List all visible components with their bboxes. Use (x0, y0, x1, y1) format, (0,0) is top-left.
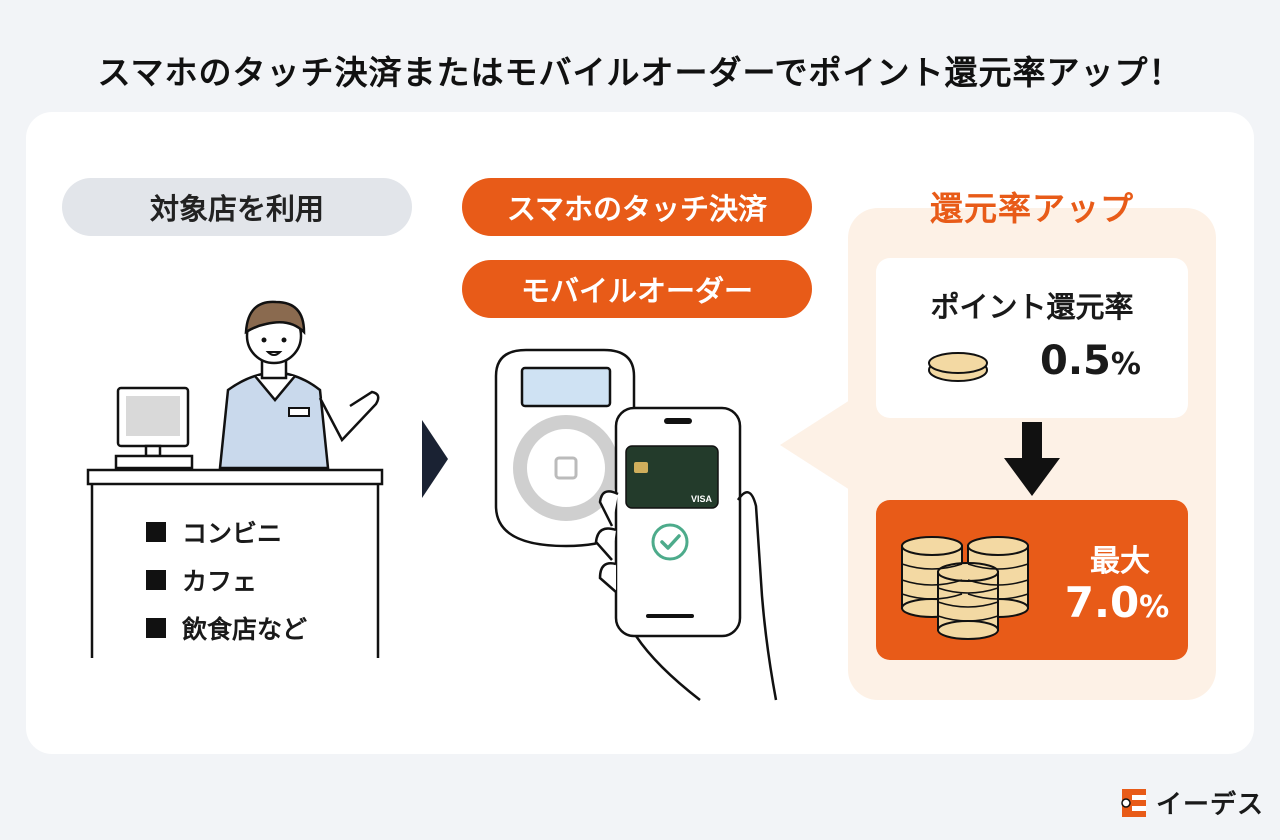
coin-icon (928, 352, 988, 382)
list-item: 飲食店など (146, 604, 307, 652)
phone-payment-illustration: VISA (494, 348, 778, 701)
list-item: コンビニ (146, 508, 307, 556)
speech-pointer (780, 400, 850, 490)
bullet-square-icon (146, 522, 166, 542)
touch-payment-pill: スマホのタッチ決済 (462, 178, 812, 236)
base-rate-value: 0.5% (1040, 338, 1141, 384)
coin-stack-icon (901, 536, 1029, 640)
bullet-square-icon (146, 618, 166, 638)
mobile-order-pill: モバイルオーダー (462, 260, 812, 318)
max-rate-value: 7.0% (1064, 578, 1170, 627)
logo-text: イーデス (1156, 790, 1265, 820)
max-label: 最大 (1090, 544, 1150, 579)
arrow-right-icon (422, 420, 448, 498)
base-rate-box (876, 258, 1188, 418)
page-title: スマホのタッチ決済またはモバイルオーダーでポイント還元率アップ！ (97, 53, 1183, 92)
point-rate-label: ポイント還元率 (930, 290, 1134, 324)
bullet-square-icon (146, 570, 166, 590)
logo-mark-icon (1121, 788, 1146, 817)
target-store-pill: 対象店を利用 (62, 178, 412, 236)
rate-up-title: 還元率アップ (930, 189, 1134, 228)
list-item: カフェ (146, 556, 307, 604)
card-brand-label: VISA (691, 494, 713, 504)
store-clerk-illustration (86, 300, 384, 658)
store-type-list: コンビニ カフェ 飲食店など (146, 508, 307, 652)
arrow-down-icon (1004, 422, 1060, 496)
brand-logo: イーデス (1118, 784, 1264, 821)
